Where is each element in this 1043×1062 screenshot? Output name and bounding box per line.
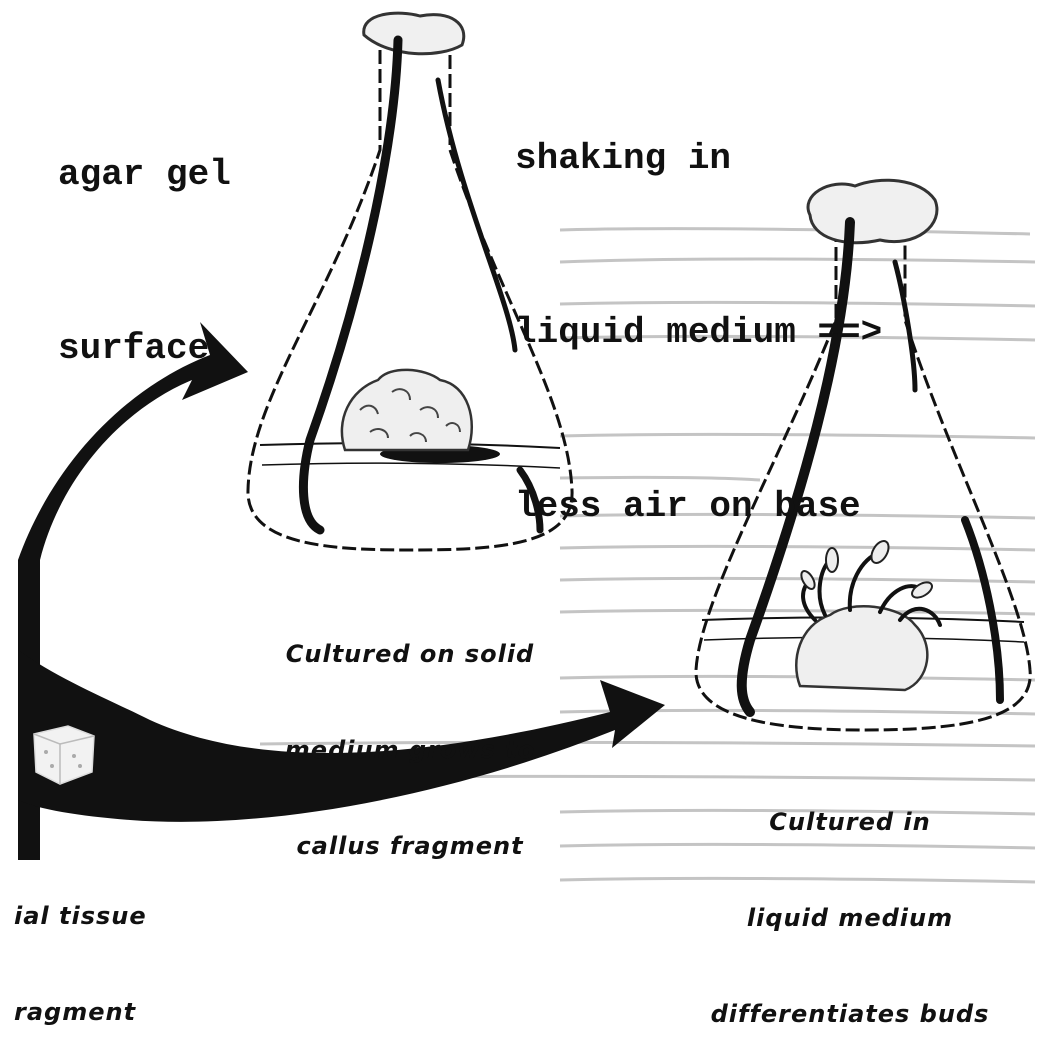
cotton-plug (364, 13, 464, 54)
agar-line-2: surface (58, 320, 231, 378)
shaking-line-2: liquid medium ==> (515, 304, 882, 362)
liquid-caption: Cultured in liquid medium differentiates… (665, 742, 1035, 1062)
callus-icon (342, 370, 500, 463)
solid-caption: Cultured on solid medium grows to callus… (240, 574, 580, 894)
tissue-caption: ial tissue ragment (14, 836, 147, 1060)
tissue-cube-icon (34, 726, 94, 784)
solid-caption-line-2: medium grows to (240, 734, 580, 766)
agar-annotation: agar gel surface (58, 30, 231, 436)
agar-line-1: agar gel (58, 146, 231, 204)
solid-caption-line-1: Cultured on solid (240, 638, 580, 670)
shaking-line-3: less air on base (515, 478, 882, 536)
tissue-caption-line-1: ial tissue (14, 900, 147, 932)
tissue-caption-line-2: ragment (14, 996, 147, 1028)
shaking-annotation: shaking in liquid medium ==> less air on… (515, 14, 882, 594)
solid-caption-line-3: callus fragment (240, 830, 580, 862)
shaking-line-1: shaking in (515, 130, 882, 188)
liquid-caption-line-3: differentiates buds (665, 998, 1035, 1030)
liquid-caption-line-1: Cultured in (665, 806, 1035, 838)
liquid-caption-line-2: liquid medium (665, 902, 1035, 934)
